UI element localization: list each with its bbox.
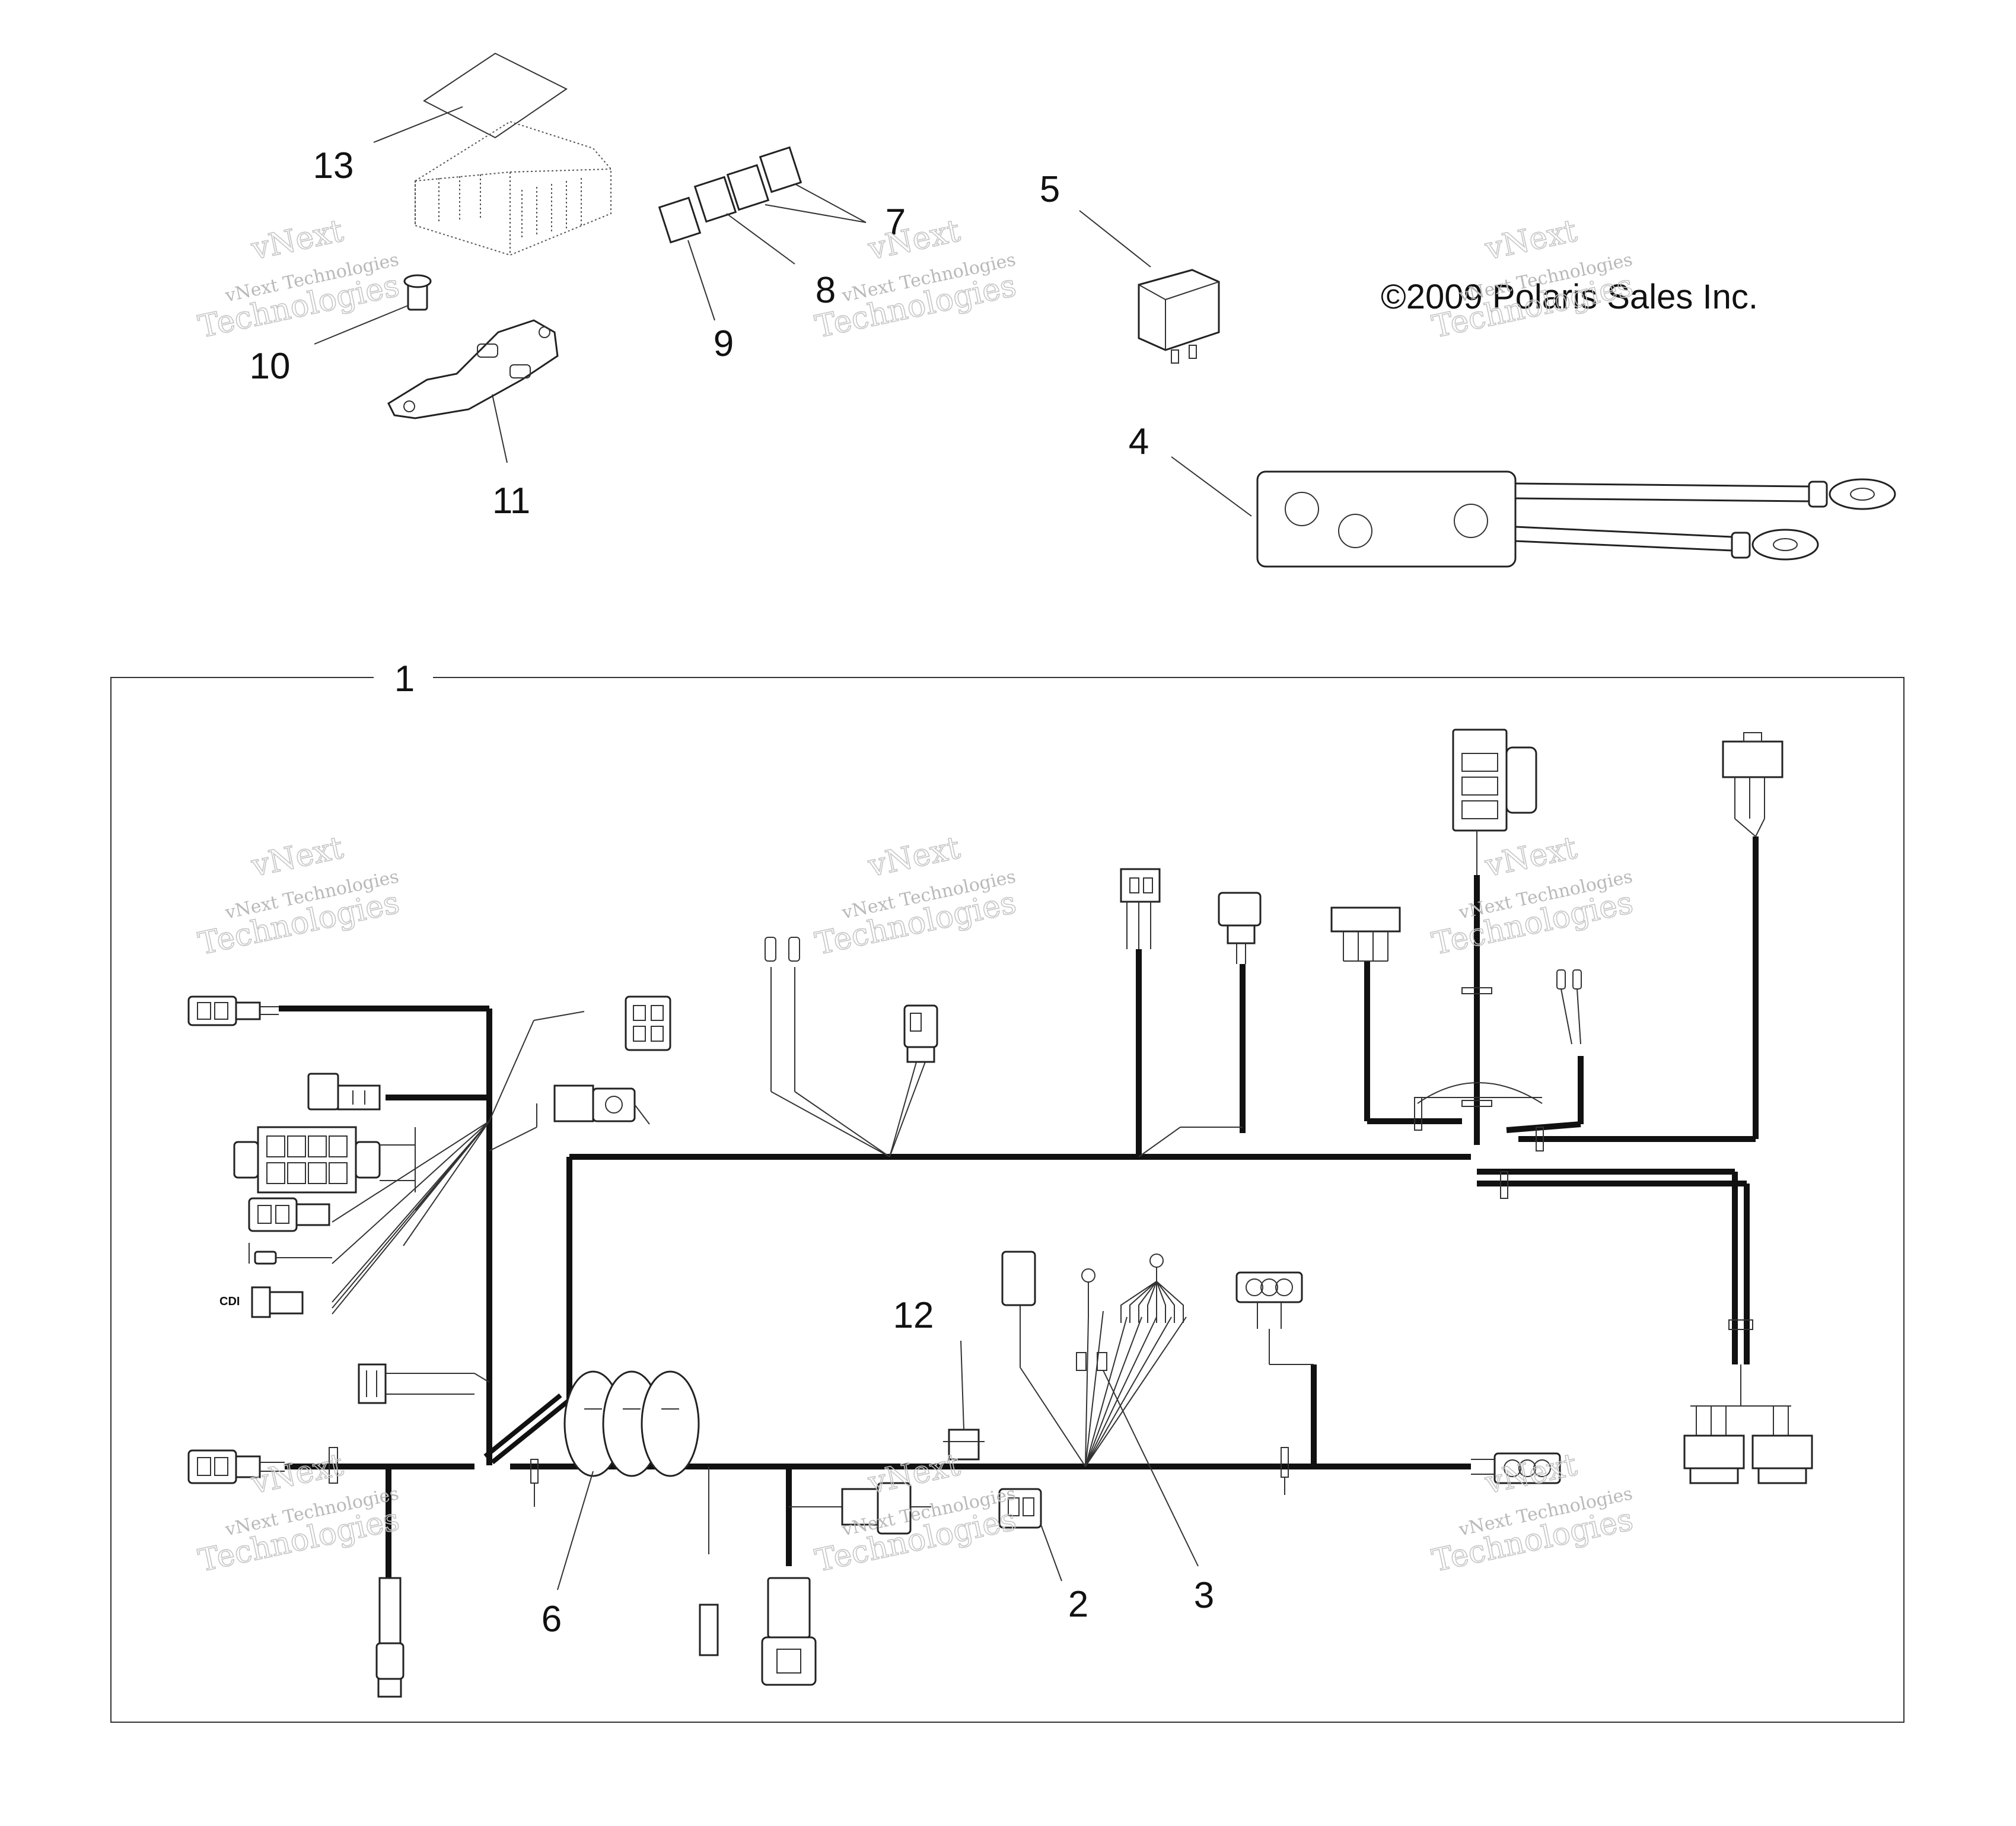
part-7-fuses[interactable] [726, 146, 867, 223]
callout-9[interactable]: 9 [714, 323, 734, 364]
callout-12[interactable]: 12 [893, 1295, 934, 1336]
harness-clips-right[interactable] [1414, 987, 1544, 1199]
callout-8[interactable]: 8 [816, 270, 836, 311]
watermark-4: vNext vNext Technologies Technologies [195, 829, 403, 962]
connector-left-6[interactable] [358, 1363, 387, 1404]
connector-bottom-center-side[interactable] [789, 1482, 931, 1535]
part-10-screw[interactable] [314, 274, 432, 345]
svg-text:vNext: vNext [248, 1447, 346, 1501]
watermark-1: vNext vNext Technologies Technologies [195, 212, 403, 345]
part-6-grommets[interactable] [557, 1370, 700, 1590]
part-4-battery-cable[interactable] [1171, 456, 1896, 568]
svg-text:vNext: vNext [248, 830, 346, 884]
part-2-connector[interactable] [998, 1488, 1062, 1582]
callout-7[interactable]: 7 [886, 202, 906, 243]
svg-text:vNext: vNext [865, 830, 963, 884]
connector-top-center-sensor[interactable] [1218, 892, 1262, 964]
main-wire-harness[interactable] [279, 836, 1759, 1578]
connector-left-fuse-block[interactable] [233, 1126, 416, 1194]
svg-text:vNext: vNext [1482, 830, 1580, 884]
connector-left-relay-socket-2[interactable] [553, 1084, 650, 1125]
part-1-main-harness-frame [110, 677, 1904, 1723]
connector-top-right-pins[interactable] [1556, 969, 1582, 1045]
connector-top-right-mid[interactable] [1330, 906, 1401, 962]
connector-bottom-right-lamp[interactable] [1235, 1271, 1303, 1329]
callout-11[interactable]: 11 [492, 481, 530, 521]
connector-bottom-left-drop[interactable] [375, 1577, 405, 1698]
fuse-box-label-sheet [423, 52, 568, 139]
connector-top-right-large[interactable] [1452, 729, 1537, 875]
callout-2[interactable]: 2 [1068, 1584, 1088, 1625]
clip-bottom-right[interactable] [1281, 1447, 1289, 1495]
connector-right-bottom-pair[interactable] [1683, 1319, 1813, 1484]
connector-right-lower-lamp[interactable] [1471, 1452, 1561, 1484]
watermark-5: vNext vNext Technologies Technologies [812, 829, 1020, 962]
callout-3[interactable]: 3 [1194, 1575, 1214, 1616]
callout-1[interactable]: 1 [394, 658, 415, 699]
connector-left-bottom[interactable] [187, 1447, 338, 1484]
connector-cdi[interactable]: CDI [219, 1286, 304, 1318]
callout-10[interactable]: 10 [250, 346, 291, 387]
watermark-6: vNext vNext Technologies Technologies [1429, 829, 1637, 962]
part-12-module[interactable] [943, 1340, 985, 1461]
callout-6[interactable]: 6 [542, 1599, 562, 1640]
connector-bottom-fuse-pin[interactable] [699, 1604, 719, 1656]
part-9-fuse[interactable] [658, 196, 715, 321]
callout-5[interactable]: 5 [1040, 169, 1060, 210]
connector-top-right-multi[interactable] [1722, 732, 1783, 837]
clip-bottom-left[interactable] [530, 1459, 539, 1507]
watermark-8: vNext vNext Technologies Technologies [812, 1446, 1020, 1579]
cdi-label: CDI [219, 1295, 240, 1308]
connector-left-top[interactable] [187, 995, 279, 1026]
watermark-3: vNext vNext Technologies Technologies [1429, 212, 1637, 345]
connector-left-2[interactable] [307, 1073, 381, 1111]
part-11-bracket[interactable] [387, 319, 559, 463]
callout-13[interactable]: 13 [313, 145, 354, 186]
connector-left-relay-socket[interactable] [625, 995, 671, 1051]
connector-bottom-center-drop[interactable] [761, 1577, 817, 1686]
part-13-fuse-box[interactable] [373, 52, 612, 256]
part-3-leads[interactable] [1001, 1251, 1199, 1567]
callout-4[interactable]: 4 [1129, 421, 1149, 462]
connector-top-center-4pin[interactable] [1120, 868, 1161, 949]
copyright-text: ©2009 Polaris Sales Inc. [1381, 278, 1758, 316]
connector-top-left-pins[interactable] [765, 937, 800, 962]
connector-left-4[interactable] [248, 1197, 330, 1232]
connector-top-left-module[interactable] [903, 1004, 938, 1063]
part-8-fuse[interactable] [693, 176, 795, 265]
svg-text:vNext: vNext [865, 1447, 963, 1501]
svg-text:vNext: vNext [248, 213, 346, 267]
svg-text:vNext: vNext [1482, 213, 1580, 267]
part-5-relay[interactable] [1079, 210, 1220, 364]
watermark-9: vNext vNext Technologies Technologies [1429, 1446, 1637, 1579]
connector-left-5[interactable] [249, 1243, 332, 1265]
svg-text:vNext: vNext [865, 213, 963, 267]
